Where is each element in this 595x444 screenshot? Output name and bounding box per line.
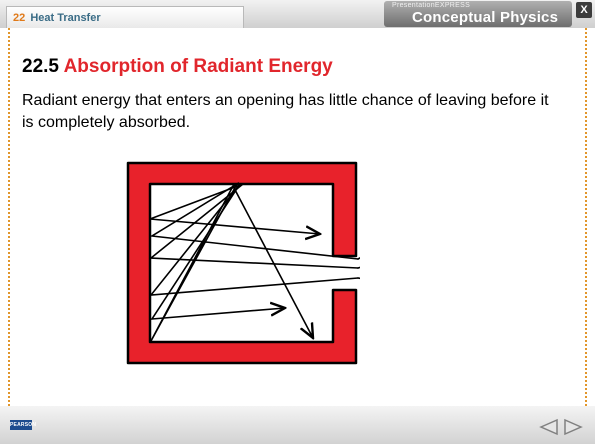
pearson-logo: PEARSON — [10, 420, 37, 430]
ray-exiting-lower — [357, 277, 360, 280]
footer-bar — [0, 406, 595, 444]
ray-incoming-mid — [357, 266, 360, 269]
slide-body-text: Radiant energy that enters an opening ha… — [22, 92, 549, 131]
ray-path-3 — [149, 181, 359, 342]
ray-path-1 — [148, 183, 359, 269]
close-button[interactable]: X — [576, 2, 592, 18]
ray-incoming-upper — [357, 257, 360, 260]
brand-logo: PresentationEXPRESS Conceptual Physics — [384, 1, 572, 27]
cavity-absorption-diagram — [126, 161, 360, 365]
section-number: 22.5 — [22, 56, 59, 77]
brand-small-text: PresentationEXPRESS — [392, 2, 471, 9]
chapter-tab: 22 Heat Transfer — [6, 6, 244, 28]
left-triangle-icon — [539, 418, 558, 436]
chapter-number: 22 — [13, 12, 26, 24]
brand-big-text: Conceptual Physics — [412, 9, 559, 26]
slide-title: 22.5 Absorption of Radiant Energy — [22, 56, 333, 78]
next-slide-button[interactable] — [563, 418, 583, 436]
ray-path-2 — [149, 183, 359, 320]
chapter-title: Heat Transfer — [30, 12, 101, 24]
right-triangle-icon — [564, 418, 583, 436]
cavity-wall — [126, 161, 358, 365]
previous-slide-button[interactable] — [539, 418, 559, 436]
section-title: Absorption of Radiant Energy — [63, 56, 333, 77]
content-frame — [8, 28, 587, 406]
